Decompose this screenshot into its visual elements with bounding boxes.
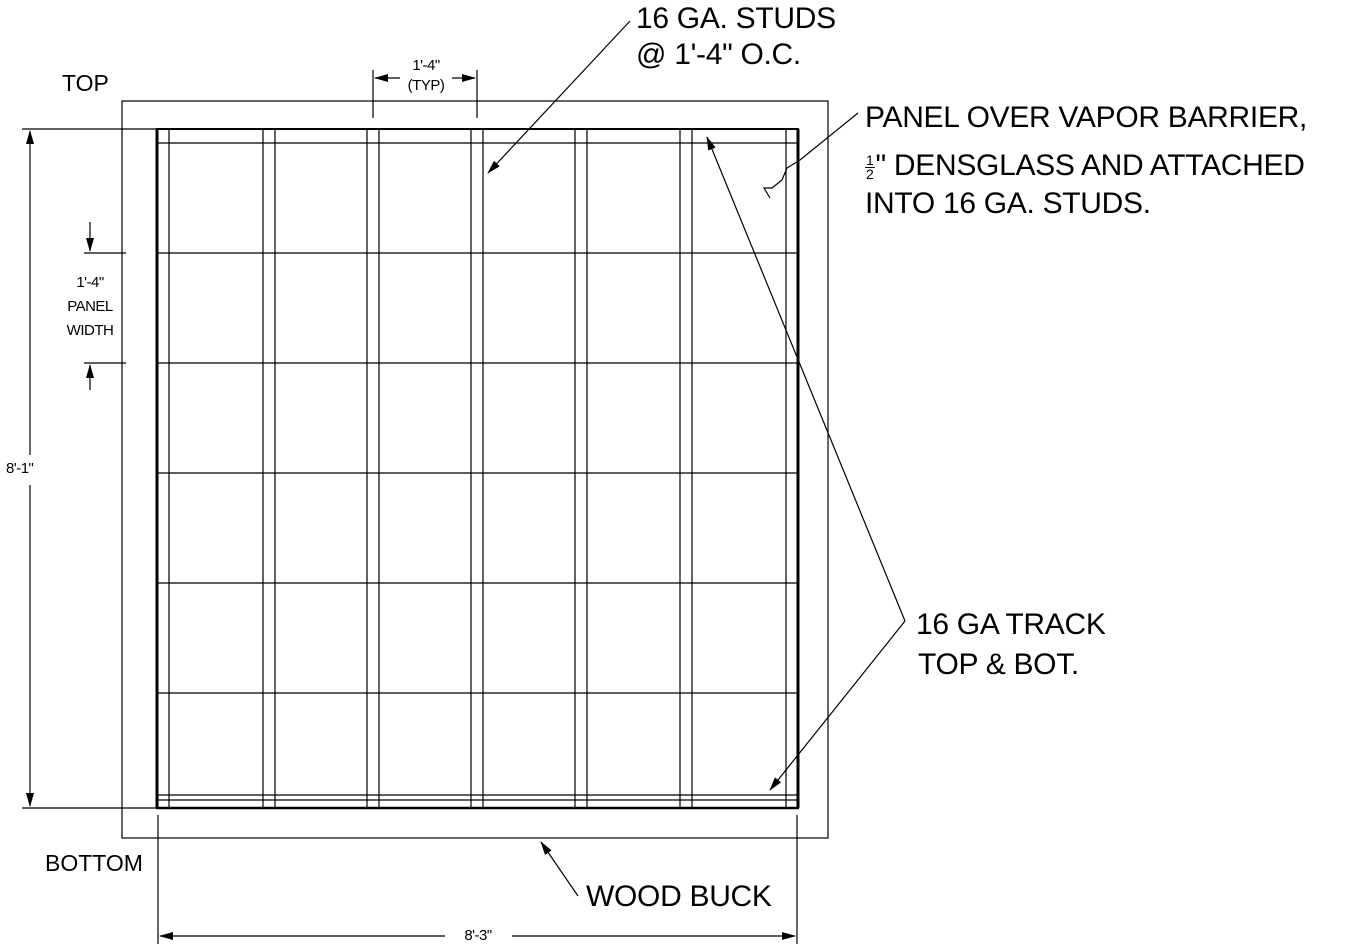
overall-width-value: 8'-3" — [464, 927, 492, 944]
panel-joint-lines — [157, 252, 798, 694]
bottom-label: BOTTOM — [45, 850, 143, 876]
top-label: TOP — [62, 70, 109, 96]
panel-note-line3: INTO 16 GA. STUDS. — [865, 187, 1151, 220]
wood-buck-label: WOOD BUCK — [586, 880, 772, 913]
panel-width-label-line2: WIDTH — [66, 322, 114, 339]
studs-note-line2: @ 1'-4" O.C. — [636, 38, 801, 71]
track-note-line1: 16 GA TRACK — [916, 608, 1106, 641]
leader-lines — [487, 20, 906, 897]
panel-outline — [155, 128, 800, 810]
wood-buck-frame — [121, 100, 829, 839]
panel-width-label-line1: PANEL — [67, 298, 113, 315]
overall-height-dimension — [22, 128, 156, 809]
track-note-line2: TOP & BOT. — [918, 648, 1079, 681]
panel-width-dimension — [84, 222, 126, 390]
studs-note-line1: 16 GA. STUDS — [636, 2, 836, 35]
panel-note-line1: PANEL OVER VAPOR BARRIER, — [865, 101, 1308, 134]
overall-height-value: 8'-1" — [6, 460, 34, 477]
overall-width-dimension — [157, 815, 798, 944]
stud-lines — [168, 129, 787, 808]
stud-spacing-value: 1'-4" — [412, 57, 440, 74]
stud-spacing-note: (TYP) — [407, 77, 445, 94]
stud-spacing-dimension — [372, 70, 478, 118]
track-lines — [157, 142, 798, 801]
panel-width-value: 1'-4" — [76, 274, 104, 291]
